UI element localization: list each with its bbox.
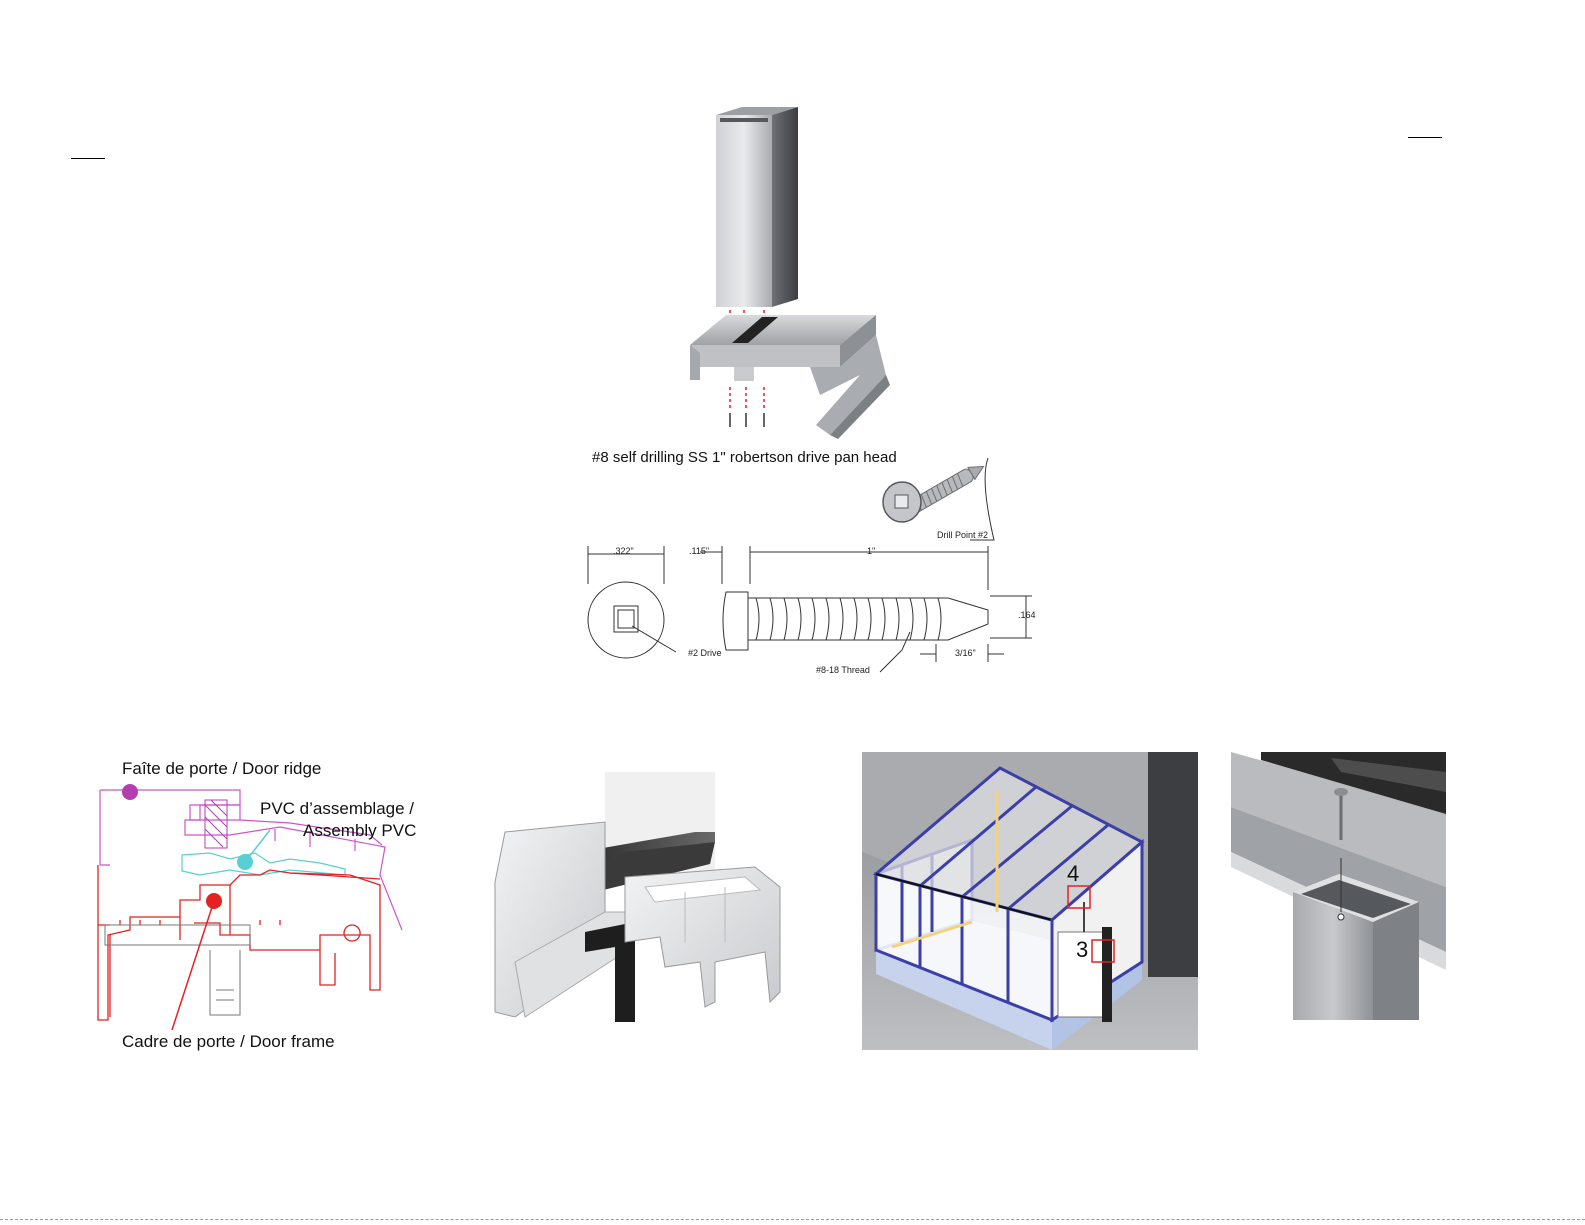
- drill-point-label: Drill Point #2: [937, 530, 988, 540]
- assembly-pvc-label-line2: Assembly PVC: [303, 821, 416, 841]
- post-and-cap-illustration: [680, 105, 900, 440]
- dim-diameter: .164: [1018, 610, 1036, 620]
- corner-mark-left: [71, 158, 105, 159]
- screw-caption: #8 self drilling SS 1" robertson drive p…: [592, 449, 897, 466]
- door-ridge-dot: [122, 784, 138, 800]
- dim-point-length: 3/16": [955, 648, 976, 658]
- corner-mark-right: [1408, 137, 1442, 138]
- screw-isometric-illustration: [880, 447, 1000, 542]
- post-beam-closeup: [1231, 752, 1446, 1020]
- assembly-pvc-dot: [237, 854, 253, 870]
- profile-3d-render: [485, 772, 785, 1032]
- sunroom-isometric: [862, 752, 1198, 1050]
- door-frame-dot: [206, 893, 222, 909]
- callout-3: 3: [1076, 937, 1088, 963]
- page-bottom-border: [0, 1219, 1585, 1220]
- dim-length: 1": [867, 546, 875, 556]
- callout-4: 4: [1067, 861, 1079, 887]
- thread-label: #8-18 Thread: [816, 665, 870, 675]
- dim-head-height: .115": [689, 546, 709, 556]
- assembly-pvc-label-line1: PVC d’assemblage /: [260, 799, 414, 819]
- door-ridge-label: Faîte de porte / Door ridge: [122, 759, 321, 779]
- screw-dimension-drawing: [580, 540, 1040, 680]
- dim-head-diameter: .322": [613, 546, 634, 556]
- door-frame-label: Cadre de porte / Door frame: [122, 1032, 335, 1052]
- drive-label: #2 Drive: [688, 648, 722, 658]
